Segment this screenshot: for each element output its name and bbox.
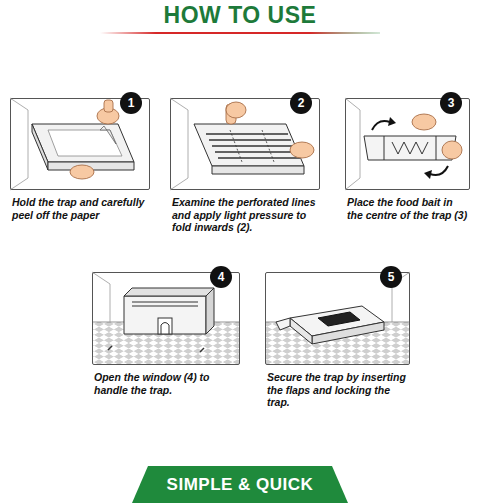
- illustration-part: [124, 288, 214, 296]
- illustration-part: [436, 136, 437, 160]
- illustration-part: [10, 98, 28, 110]
- illustration-part: [442, 141, 462, 159]
- illustration-part: [212, 166, 304, 174]
- illustration-part: [412, 114, 436, 130]
- illustration-part: [158, 318, 172, 334]
- illustration-part: [200, 348, 204, 352]
- illustration-part: [32, 124, 134, 162]
- step-caption: Secure the trap by inserting the flaps a…: [265, 371, 410, 409]
- callout-number: 5: [388, 270, 395, 284]
- illustration-part: [132, 302, 198, 306]
- illustration-part: [372, 121, 390, 130]
- illustration-part: [108, 346, 112, 350]
- step-panel: Place the food bait in the centre of the…: [345, 98, 470, 221]
- step-panel: Secure the trap by inserting the flaps a…: [265, 272, 410, 409]
- step-number: 4: [210, 266, 232, 288]
- illustration-part: [392, 284, 393, 322]
- illustration-part: [215, 151, 297, 152]
- illustration-part: [345, 98, 360, 110]
- illustration-part: [312, 322, 384, 344]
- step-two-art: [170, 98, 314, 190]
- illustration-part: [276, 318, 290, 330]
- step-panel: Hold the trap and carefully peel off the…: [10, 98, 150, 221]
- illustration-part: [384, 136, 436, 160]
- illustration-part: [170, 178, 188, 190]
- step-number: 5: [380, 266, 402, 288]
- step-number: 2: [290, 92, 312, 114]
- illustration-part: [10, 178, 28, 190]
- illustration-part: [132, 306, 198, 307]
- illustration-part: [110, 284, 111, 322]
- step-panel: Examine the perforated lines and apply l…: [170, 98, 320, 234]
- illustration-part: [318, 312, 360, 326]
- illustration-part: [290, 142, 314, 158]
- callout-number: 2: [298, 96, 305, 110]
- illustration-part: [262, 130, 274, 162]
- callout-number: 1: [128, 96, 135, 110]
- step-caption: Examine the perforated lines and apply l…: [170, 196, 320, 234]
- illustration-part: [28, 110, 29, 178]
- step-caption: Place the food bait in the centre of the…: [345, 196, 470, 221]
- illustration-part: [124, 296, 206, 334]
- illustration-part: [161, 323, 169, 335]
- illustration-part: [212, 145, 294, 146]
- illustration-part: [206, 288, 214, 334]
- illustration-part: [388, 117, 396, 126]
- illustration-part: [430, 166, 448, 175]
- illustration-part: [132, 302, 198, 303]
- step-number: 3: [440, 92, 462, 114]
- illustration-part: [360, 110, 361, 178]
- illustration-part: [290, 318, 312, 344]
- step-number: 1: [120, 92, 142, 114]
- step-one-art: [10, 98, 134, 190]
- illustration-part: [206, 134, 300, 158]
- illustration-part: [170, 98, 188, 110]
- illustration-part: [92, 272, 110, 284]
- illustration-part: [188, 110, 189, 178]
- illustration-part: [206, 133, 288, 134]
- step-caption: Hold the trap and carefully peel off the…: [10, 196, 150, 221]
- banner: SIMPLE & QUICK: [132, 466, 348, 503]
- banner-fill: [132, 466, 348, 503]
- illustration-part: [194, 124, 304, 166]
- title-rule: [100, 32, 380, 34]
- title: HOW TO USE: [0, 2, 480, 29]
- illustration-part: [230, 130, 242, 162]
- illustration-part: [345, 178, 360, 190]
- illustration-part: [209, 139, 291, 140]
- illustration-part: [100, 126, 116, 144]
- illustration-part: [32, 124, 48, 170]
- illustration-part: [230, 130, 274, 162]
- illustration-part: [218, 157, 300, 158]
- illustration-part: [384, 136, 385, 160]
- banner-text: SIMPLE & QUICK: [167, 475, 314, 495]
- illustration-part: [226, 102, 246, 118]
- illustration-part: [70, 165, 94, 179]
- step-caption: Open the window (4) to handle the trap.: [92, 371, 240, 396]
- callout-number: 4: [218, 270, 225, 284]
- illustration-part: [424, 170, 432, 179]
- illustration-part: [104, 100, 113, 112]
- callout-number: 3: [448, 96, 455, 110]
- illustration-part: [392, 142, 428, 154]
- step-panel: Open the window (4) to handle the trap. 4: [92, 272, 240, 396]
